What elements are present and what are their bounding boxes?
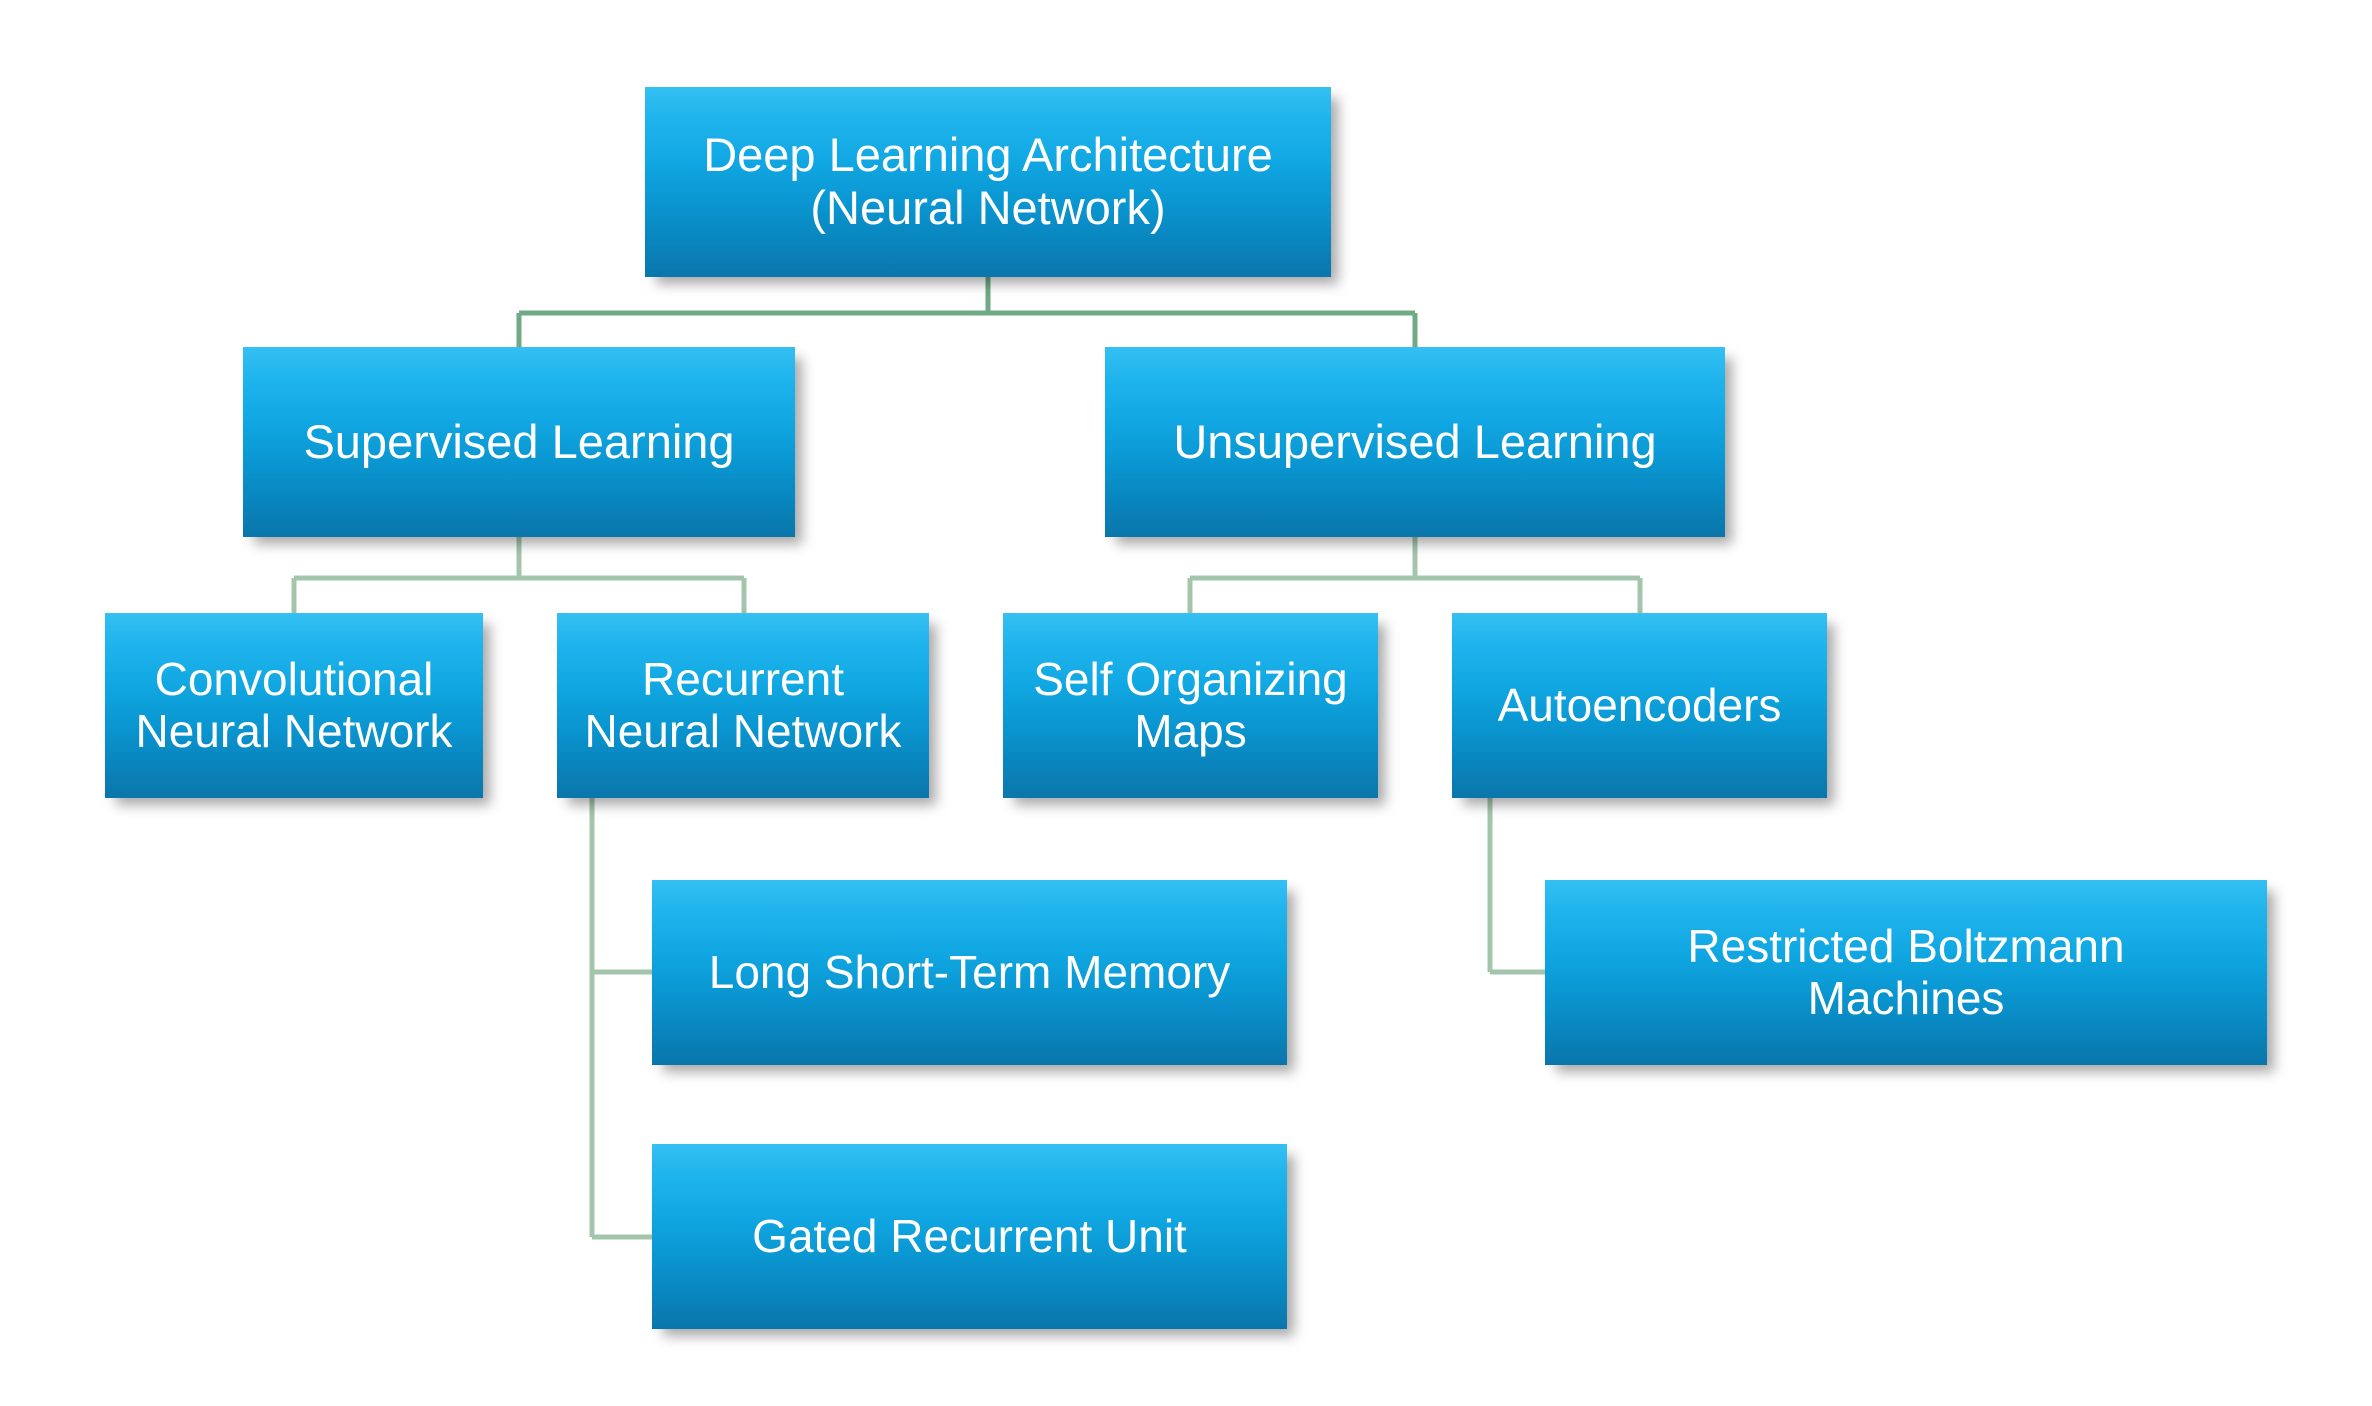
node-supervised-learning[interactable]: Supervised Learning [243, 347, 795, 537]
node-recurrent-neural-network[interactable]: Recurrent Neural Network [557, 613, 929, 798]
node-gated-recurrent-unit[interactable]: Gated Recurrent Unit [652, 1144, 1287, 1329]
node-recurrent-neural-network-label: Recurrent Neural Network [584, 652, 902, 757]
node-autoencoders-label: Autoencoders [1497, 678, 1782, 731]
node-root-label: Deep Learning Architecture (Neural Netwo… [703, 128, 1273, 234]
node-self-organizing-maps[interactable]: Self Organizing Maps [1003, 613, 1378, 798]
node-restricted-boltzmann-machines-label: Restricted Boltzmann Machines [1687, 919, 2125, 1024]
node-root[interactable]: Deep Learning Architecture (Neural Netwo… [645, 87, 1331, 277]
node-unsupervised-learning-label: Unsupervised Learning [1173, 414, 1657, 468]
node-convolutional-neural-network[interactable]: Convolutional Neural Network [105, 613, 483, 798]
node-unsupervised-learning[interactable]: Unsupervised Learning [1105, 347, 1725, 537]
node-restricted-boltzmann-machines[interactable]: Restricted Boltzmann Machines [1545, 880, 2267, 1065]
node-supervised-learning-label: Supervised Learning [303, 414, 735, 468]
node-long-short-term-memory-label: Long Short-Term Memory [708, 945, 1231, 998]
node-convolutional-neural-network-label: Convolutional Neural Network [135, 652, 453, 757]
node-self-organizing-maps-label: Self Organizing Maps [1033, 652, 1348, 757]
node-gated-recurrent-unit-label: Gated Recurrent Unit [752, 1209, 1187, 1262]
node-long-short-term-memory[interactable]: Long Short-Term Memory [652, 880, 1287, 1065]
node-autoencoders[interactable]: Autoencoders [1452, 613, 1827, 798]
